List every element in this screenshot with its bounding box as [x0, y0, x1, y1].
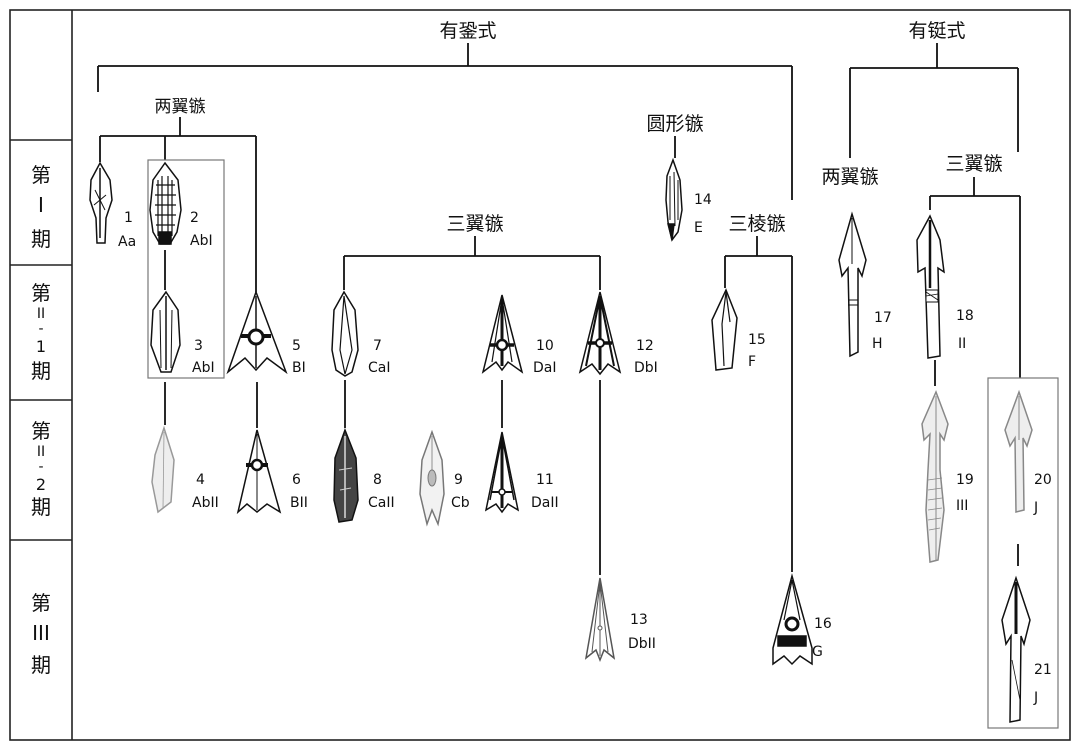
item-10-code: DaI	[533, 360, 557, 376]
label-socketed-two-wing: 两翼镞	[155, 97, 206, 117]
period-2-line-1: 第	[31, 281, 51, 305]
item-1-code: Aa	[118, 234, 136, 250]
item-2-code: AbI	[190, 233, 213, 249]
period-labels: 第 I 期 第 II - 1 期 第 II - 2 期 第 III 期	[31, 163, 51, 677]
label-three-edge: 三棱镞	[728, 213, 785, 235]
item-6-num: 6	[292, 472, 301, 488]
period-2-line-4: 1	[36, 337, 46, 356]
arrowhead-6	[236, 429, 282, 515]
item-14-num: 14	[694, 192, 712, 208]
item-13-num: 13	[630, 612, 648, 628]
period-4-line-3: 期	[31, 653, 51, 677]
item-7-code: CaI	[368, 360, 390, 376]
period-3-line-1: 第	[31, 419, 51, 443]
category-labels: 有銎式 有铤式 两翼镞 三翼镞 圆形镞 三棱镞 两翼镞 三翼镞	[155, 20, 1003, 235]
arrowhead-5	[226, 289, 288, 375]
group-box-ab	[147, 159, 225, 379]
item-16-num: 16	[814, 616, 832, 632]
arrowhead-13	[584, 577, 616, 663]
item-11-num: 11	[536, 472, 554, 488]
item-8-code: CaII	[368, 495, 395, 511]
period-4-line-2: III	[32, 621, 50, 645]
item-2-num: 2	[190, 210, 199, 226]
item-17-code: H	[872, 336, 883, 352]
label-tanged-three-wing: 三翼镞	[945, 153, 1002, 175]
arrowhead-12	[578, 291, 622, 376]
period-3-line-2: II	[37, 444, 45, 460]
arrowhead-1	[89, 161, 113, 244]
period-2-line-3: -	[38, 321, 43, 337]
period-2-line-5: 期	[31, 359, 51, 383]
item-21-num: 21	[1034, 662, 1052, 678]
arrowhead-21	[1001, 575, 1031, 723]
item-9-code: Cb	[451, 495, 470, 511]
item-4-num: 4	[196, 472, 205, 488]
item-13-code: DbII	[628, 636, 656, 652]
frame	[9, 9, 1071, 741]
item-7-num: 7	[373, 338, 382, 354]
item-18-code: II	[958, 336, 966, 352]
group-box-j	[987, 377, 1059, 729]
item-8-num: 8	[373, 472, 382, 488]
item-20-num: 20	[1034, 472, 1052, 488]
arrowhead-16	[772, 573, 813, 666]
item-10-num: 10	[536, 338, 554, 354]
period-3-line-5: 期	[31, 495, 51, 519]
label-tanged-two-wing: 两翼镞	[821, 166, 878, 188]
group-boxes	[147, 159, 1059, 729]
tree-connectors	[97, 43, 1021, 575]
item-3-code: AbI	[192, 360, 215, 376]
arrowhead-7	[331, 290, 359, 377]
period-1-line-3: 期	[31, 227, 51, 251]
item-18-num: 18	[956, 308, 974, 324]
item-12-code: DbI	[634, 360, 658, 376]
arrowhead-10	[481, 294, 524, 374]
item-21-code: J	[1033, 690, 1038, 706]
arrowheads	[89, 157, 1033, 723]
item-4-code: AbII	[192, 495, 219, 511]
item-17-num: 17	[874, 310, 892, 326]
item-3-num: 3	[194, 338, 203, 354]
item-1-num: 1	[124, 210, 133, 226]
arrowhead-9	[419, 429, 445, 527]
item-20-code: J	[1033, 500, 1038, 516]
label-tanged: 有铤式	[908, 20, 965, 42]
period-2-line-2: II	[37, 306, 45, 322]
label-socketed: 有銎式	[439, 20, 496, 42]
item-5-num: 5	[292, 338, 301, 354]
item-19-code: III	[956, 498, 968, 514]
arrowhead-18	[916, 214, 945, 359]
item-11-code: DaII	[531, 495, 559, 511]
arrowhead-3	[150, 290, 181, 373]
item-19-num: 19	[956, 472, 974, 488]
arrowhead-20	[1004, 389, 1033, 513]
arrowhead-14	[665, 157, 683, 242]
item-12-num: 12	[636, 338, 654, 354]
item-16-code: G	[812, 644, 823, 660]
item-14-code: E	[694, 220, 703, 236]
item-15-code: F	[748, 354, 756, 370]
arrowhead-8	[333, 427, 359, 523]
item-5-code: BI	[292, 360, 306, 376]
period-3-line-4: 2	[36, 475, 46, 494]
item-labels: 1 Aa 2 AbI 3 AbI 4 AbII 5 BI 6 BII 7 CaI…	[118, 192, 1052, 706]
period-3-line-3: -	[38, 459, 43, 475]
item-15-num: 15	[748, 332, 766, 348]
item-9-num: 9	[454, 472, 463, 488]
arrowhead-4	[151, 425, 175, 514]
period-4-line-1: 第	[31, 591, 51, 615]
item-6-code: BII	[290, 495, 308, 511]
period-1-line-2: I	[38, 193, 44, 217]
label-round: 圆形镞	[646, 113, 703, 135]
arrowhead-19	[921, 390, 949, 563]
arrowhead-2	[149, 161, 182, 245]
label-socketed-three-wing: 三翼镞	[446, 213, 503, 235]
arrowhead-11	[484, 431, 520, 514]
arrowhead-15	[711, 288, 738, 371]
arrowhead-17	[838, 211, 867, 358]
period-1-line-1: 第	[31, 163, 51, 187]
